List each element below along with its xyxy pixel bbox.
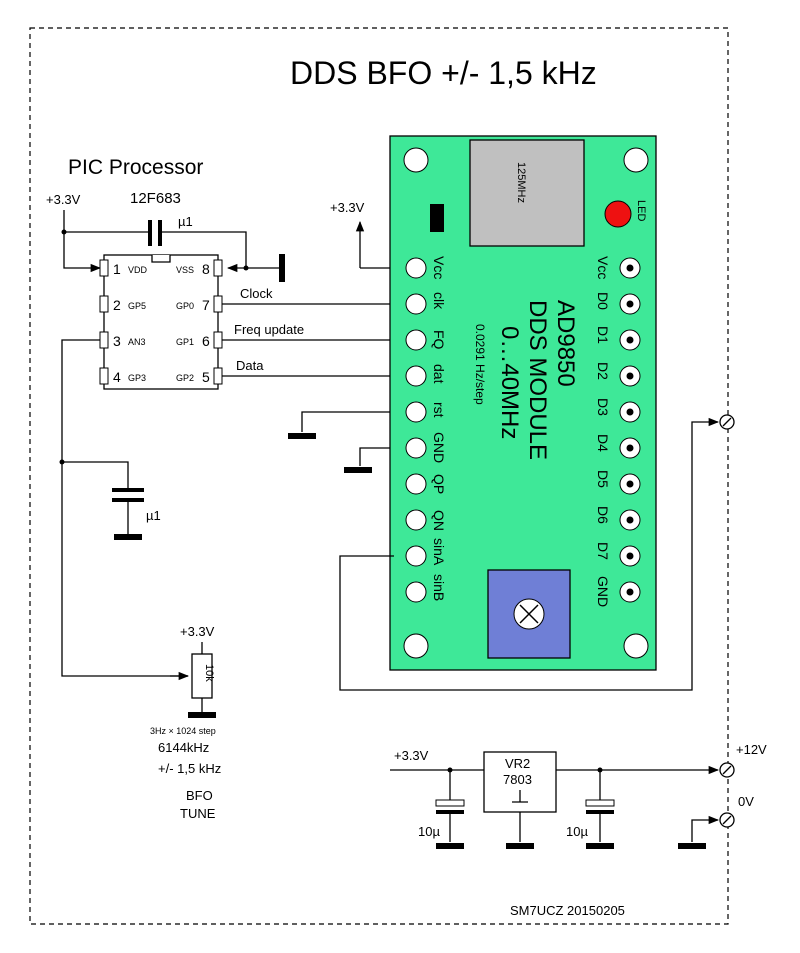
right-pin-label-d0: D0 (595, 292, 611, 310)
left-pin-hole (405, 581, 427, 603)
left-pin-hole (405, 401, 427, 423)
crystal-label: 125MHz (515, 162, 527, 203)
right-pin-label-d2: D2 (595, 362, 611, 380)
right-pin-label-d7: D7 (595, 542, 611, 560)
smd-component (430, 204, 444, 232)
mounting-hole-bottom-left (403, 633, 429, 659)
pic-left-pins: 1 VDD 2 GP5 3 AN3 4 GP3 (99, 259, 148, 385)
pic-chip-body (103, 254, 219, 390)
right-pin-label-d1: D1 (595, 326, 611, 344)
pot-step-note: 3Hz × 1024 step (150, 726, 216, 736)
pic-pin-3-name: AN3 (128, 337, 146, 347)
left-header: Vcc clk FQ dat rst GND QP QN sinA sinB (405, 256, 447, 603)
pic-pin-6-name: GP1 (176, 337, 194, 347)
left-pin-hole (405, 473, 427, 495)
page-title: DDS BFO +/- 1,5 kHz (290, 55, 597, 91)
led-indicator (604, 200, 632, 228)
right-header: Vcc D0 D1 D2 D3 D4 D5 D6 D7 GND (595, 256, 641, 607)
reg-in-label: +12V (736, 742, 767, 757)
left-pin-hole (405, 509, 427, 531)
crystal-oscillator (469, 139, 585, 247)
mounting-hole-bottom-right (623, 633, 649, 659)
pic-pin-6-num: 6 (202, 333, 210, 349)
left-pin-label-qn: QN (431, 510, 447, 531)
pic-pin-1-name: VDD (128, 265, 148, 275)
pic-pin-8-num: 8 (202, 261, 210, 277)
left-pin-hole (405, 257, 427, 279)
left-pin-label-dat: dat (431, 364, 447, 384)
left-pin-label-gnd: GND (431, 432, 447, 463)
pic-pin-7-name: GP0 (176, 301, 194, 311)
pic-right-pins: 8 VSS 7 GP0 6 GP1 5 GP2 (176, 259, 223, 385)
right-pin-label-d4: D4 (595, 434, 611, 452)
left-pin-label-fq: FQ (431, 330, 447, 350)
module-chip-name: AD9850 (552, 300, 579, 387)
mounting-hole-top-left (403, 147, 429, 173)
left-pin-hole (405, 293, 427, 315)
pic-pin-2-name: GP5 (128, 301, 146, 311)
an3-cap-label: µ1 (146, 508, 161, 523)
module-range: 0…40MHz (496, 326, 523, 439)
left-pin-label-sinb: sinB (431, 574, 447, 601)
pot-label-bfo: BFO (186, 788, 213, 803)
led-label: LED (635, 200, 647, 221)
pic-pin-4-name: GP3 (128, 373, 146, 383)
right-pin-label-d3: D3 (595, 398, 611, 416)
mounting-hole-top-right (623, 147, 649, 173)
signal-clock-label: Clock (240, 286, 273, 301)
reg-name: VR2 (505, 756, 530, 771)
module-resolution: 0.0291 Hz/step (473, 324, 487, 405)
regulator-section: +3.3V VR2 7803 10µ 10µ +12V 0V (390, 742, 767, 849)
pot-value-label: 10k (203, 664, 215, 682)
pic-part-label: 12F683 (130, 190, 181, 207)
pic-pin-2-num: 2 (113, 297, 121, 313)
left-pin-label-clk: clk (431, 292, 447, 310)
pot-range: +/- 1,5 kHz (158, 761, 221, 776)
pic-pin-5-num: 5 (202, 369, 210, 385)
module-name: DDS MODULE (524, 300, 551, 460)
left-pin-hole (405, 545, 427, 567)
pic-pin-7-num: 7 (202, 297, 210, 313)
pot-label-tune: TUNE (180, 806, 216, 821)
signal-freq-update-label: Freq update (234, 322, 304, 337)
right-pin-label-gnd: GND (595, 576, 611, 607)
reg-gnd-label: 0V (738, 794, 754, 809)
right-pin-label-d5: D5 (595, 470, 611, 488)
left-pin-hole (405, 365, 427, 387)
reg-out-label: +3.3V (394, 748, 429, 763)
pic-pin-3-num: 3 (113, 333, 121, 349)
pic-pin-8-name: VSS (176, 265, 194, 275)
right-pin-label-vcc: Vcc (595, 256, 611, 279)
pic-decoupling-label: µ1 (178, 214, 193, 229)
signal-data-label: Data (236, 358, 264, 373)
pot-section: +3.3V 10k 3Hz × 1024 step 6144kHz +/- 1,… (150, 624, 221, 821)
right-pin-label-d6: D6 (595, 506, 611, 524)
author-signature: SM7UCZ 20150205 (510, 903, 625, 918)
left-pin-hole (405, 437, 427, 459)
left-pin-label-sina: sinA (431, 538, 447, 566)
left-pin-label-qp: QP (431, 474, 447, 494)
pic-heading: PIC Processor (68, 156, 203, 179)
pic-pin-4-num: 4 (113, 369, 121, 385)
pot-center-freq: 6144kHz (158, 740, 209, 755)
pic-pin-5-name: GP2 (176, 373, 194, 383)
frame (29, 27, 729, 925)
pic-section: PIC Processor 12F683 +3.3V µ1 1 VDD 2 GP… (46, 156, 394, 677)
reg-part: 7803 (503, 772, 532, 787)
left-pin-label-rst: rst (431, 402, 447, 418)
pic-pin-1-num: 1 (113, 261, 121, 277)
dds-module: +3.3V 125MHz LED AD9850 DDS MODULE 0…40M… (288, 135, 720, 691)
pot-supply-label: +3.3V (180, 624, 215, 639)
output-terminal (719, 414, 735, 430)
reg-cap-left-label: 10µ (418, 824, 440, 839)
module-supply-label: +3.3V (330, 200, 365, 215)
pic-supply-label: +3.3V (46, 192, 81, 207)
reg-cap-right-label: 10µ (566, 824, 588, 839)
left-pin-hole (405, 329, 427, 351)
left-pin-label-vcc: Vcc (431, 256, 447, 279)
